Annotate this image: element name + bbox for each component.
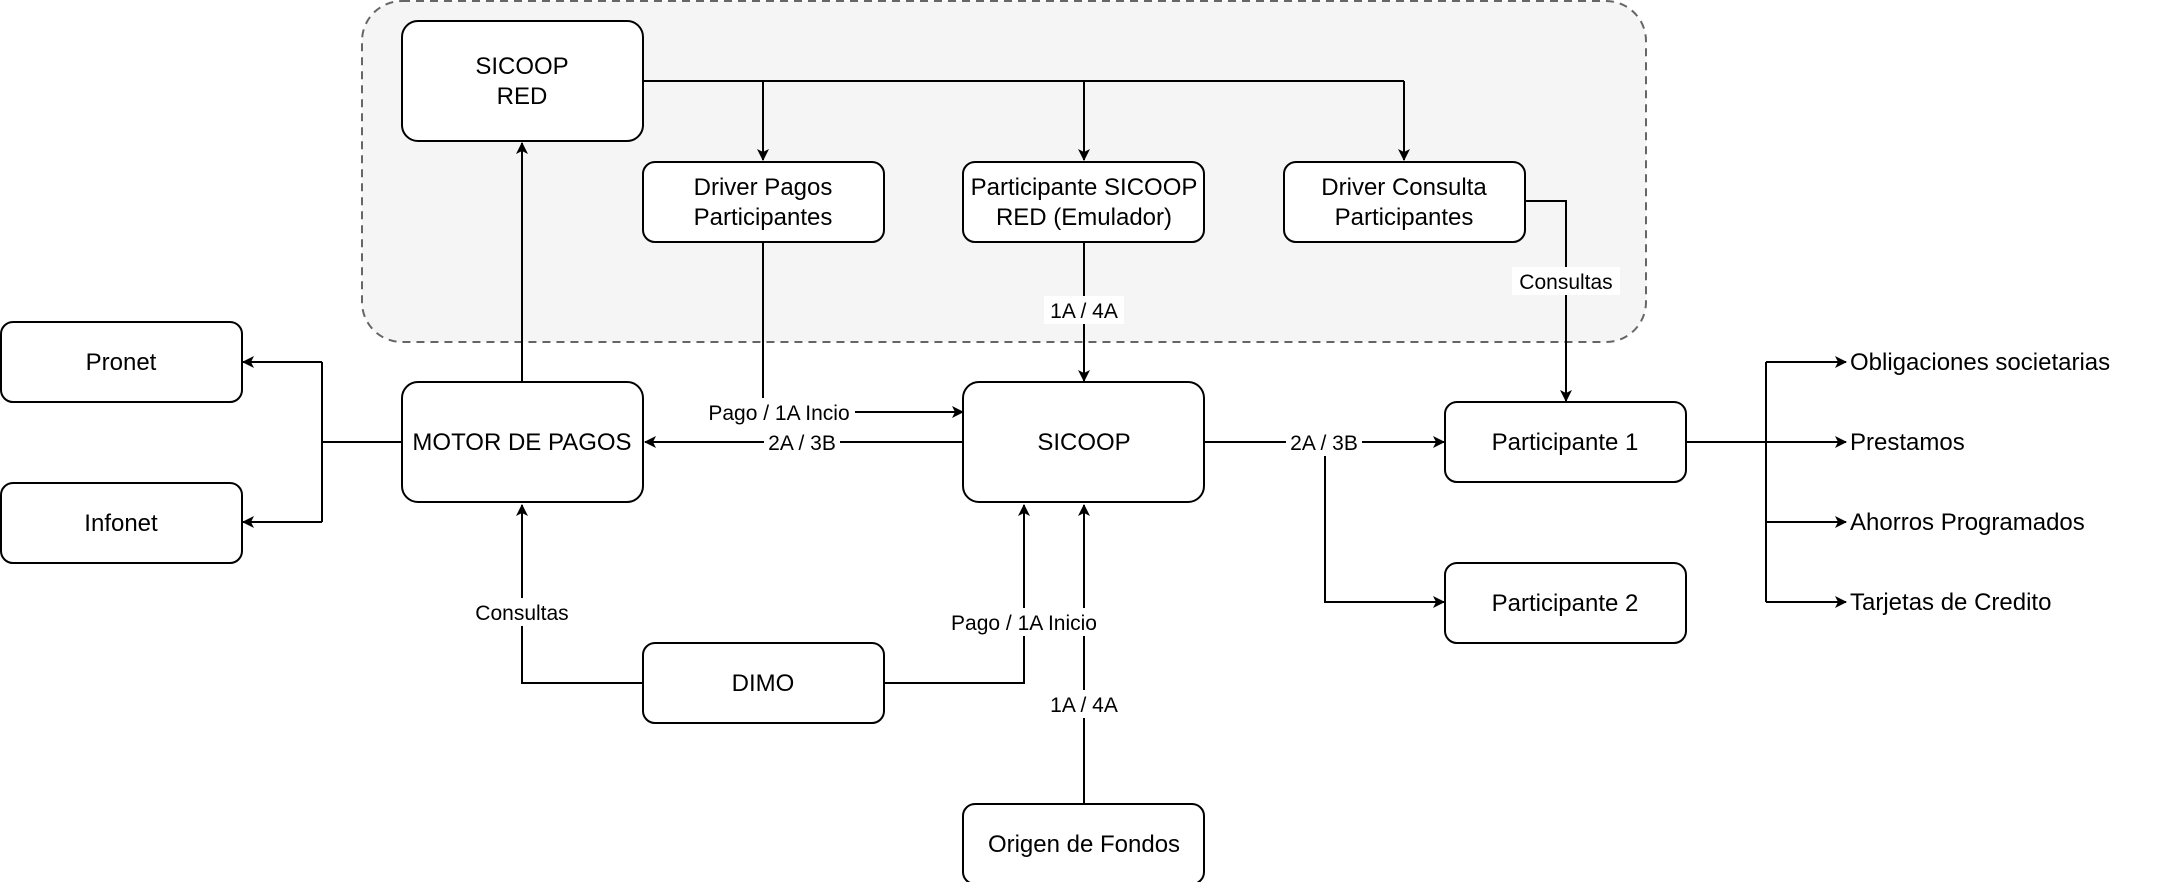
edge-label-consultas-bottom: Consultas — [475, 602, 568, 625]
node-sicoop-red[interactable]: SICOOP RED — [401, 20, 644, 142]
node-driver-pagos[interactable]: Driver Pagos Participantes — [642, 161, 885, 243]
node-pronet[interactable]: Pronet — [0, 321, 243, 403]
node-pronet-label: Pronet — [86, 349, 157, 376]
node-dimo[interactable]: DIMO — [642, 642, 885, 724]
node-participante-emulador-line-1: Participante SICOOP — [971, 174, 1198, 201]
edge-label-origen-sicoop: 1A / 4A — [1050, 694, 1118, 717]
node-driver-consulta[interactable]: Driver Consulta Participantes — [1283, 161, 1526, 243]
edge-label-pago-inicio-top: Pago / 1A Incio — [708, 402, 849, 425]
edge-label-pago-inicio-bottom: Pago / 1A Inicio — [951, 612, 1097, 635]
output-ahorros: Ahorros Programados — [1850, 509, 2085, 536]
edges — [242, 80, 1847, 804]
edge-labels: 1A / 4A Consultas Pago / 1A Incio 2A / 3… — [470, 267, 1620, 718]
node-motor-pagos-label: MOTOR DE PAGOS — [412, 429, 631, 456]
edge-label-consultas-top: Consultas — [1519, 271, 1612, 294]
node-participante-emulador[interactable]: Participante SICOOP RED (Emulador) — [962, 161, 1205, 243]
edge-sicoop-to-participante2 — [1324, 442, 1445, 608]
node-origen-fondos-label: Origen de Fondos — [988, 831, 1180, 858]
output-prestamos: Prestamos — [1850, 429, 1965, 456]
node-dimo-label: DIMO — [732, 670, 795, 697]
node-participante-1-label: Participante 1 — [1492, 429, 1639, 456]
node-sicoop-red-line-1: SICOOP — [475, 53, 568, 80]
edge-label-sicoop-participantes: 2A / 3B — [1290, 432, 1358, 455]
node-driver-pagos-line-2: Participantes — [694, 204, 833, 231]
node-infonet[interactable]: Infonet — [0, 482, 243, 564]
node-motor-pagos[interactable]: MOTOR DE PAGOS — [401, 381, 644, 503]
node-sicoop-red-line-2: RED — [497, 83, 548, 110]
edge-driverconsulta-to-participante1 — [1526, 200, 1572, 402]
output-tarjetas: Tarjetas de Credito — [1850, 589, 2051, 616]
edge-label-emulador-sicoop: 1A / 4A — [1050, 300, 1118, 323]
node-driver-pagos-line-1: Driver Pagos — [694, 174, 833, 201]
node-infonet-label: Infonet — [84, 510, 158, 537]
node-participante-2-label: Participante 2 — [1492, 590, 1639, 617]
output-labels: Obligaciones societarias Prestamos Ahorr… — [1850, 349, 2110, 616]
edge-dimo-to-motor — [516, 504, 643, 684]
node-origen-fondos[interactable]: Origen de Fondos — [962, 803, 1205, 882]
node-participante-2[interactable]: Participante 2 — [1444, 562, 1687, 644]
node-participante-emulador-line-2: RED (Emulador) — [996, 204, 1172, 231]
output-obligaciones: Obligaciones societarias — [1850, 349, 2110, 376]
edge-dimo-to-sicoop — [884, 504, 1030, 684]
node-driver-consulta-line-1: Driver Consulta — [1321, 174, 1487, 201]
node-driver-consulta-line-2: Participantes — [1335, 204, 1474, 231]
node-participante-1[interactable]: Participante 1 — [1444, 401, 1687, 483]
node-sicoop[interactable]: SICOOP — [962, 381, 1205, 503]
node-sicoop-label: SICOOP — [1037, 429, 1130, 456]
edge-label-sicoop-motor: 2A / 3B — [768, 432, 836, 455]
